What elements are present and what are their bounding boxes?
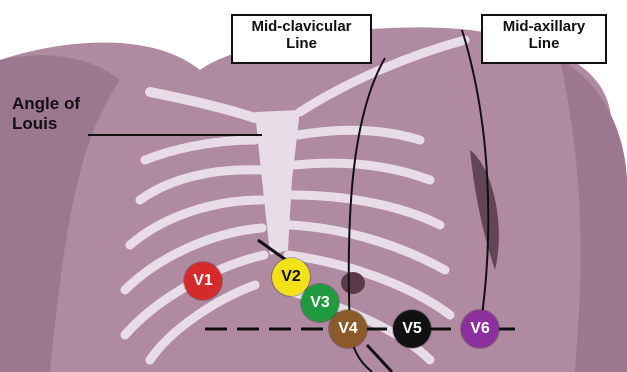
electrode-v4: V4 [329,310,367,348]
angle-of-louis-label-line2: Louis [12,114,80,134]
mid-clavicular-label: Mid-clavicular Line [231,14,372,64]
mid-axillary-label-line1: Mid-axillary [489,18,599,35]
mid-axillary-label-line2: Line [489,35,599,52]
electrode-v2-label: V2 [281,268,301,286]
mid-axillary-label: Mid-axillary Line [481,14,607,64]
electrode-v1-label: V1 [193,272,213,290]
electrode-v5-label: V5 [402,320,422,338]
angle-of-louis-label: Angle of Louis [12,94,80,134]
mid-clavicular-label-line1: Mid-clavicular [239,18,364,35]
electrode-v4-label: V4 [338,320,358,338]
electrode-v1: V1 [184,262,222,300]
electrode-v3-label: V3 [310,294,330,312]
angle-of-louis-label-line1: Angle of [12,94,80,114]
electrode-v6-label: V6 [470,320,490,338]
nipple [341,272,365,294]
electrode-v5: V5 [393,310,431,348]
electrode-v6: V6 [461,310,499,348]
mid-clavicular-label-line2: Line [239,35,364,52]
